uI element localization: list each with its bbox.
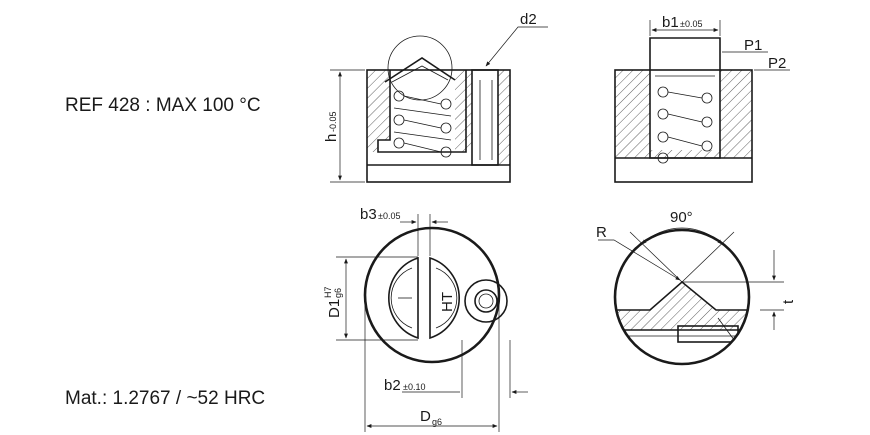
material-note: Mat.: 1.2767 / ~52 HRC [65,388,266,409]
d2-label: d2 [520,11,537,28]
b2-tolerance: ±0.10 [403,382,425,392]
b1-label: b1 [662,14,679,31]
p2-label: P2 [768,55,786,72]
h-tolerance: -0.05 [328,111,338,132]
b2-label: b2 [384,377,401,394]
p1-label: P1 [744,37,762,54]
b3-label: b3 [360,206,377,223]
b3-tolerance: ±0.05 [378,211,400,221]
d1-tolerance-lower: g6 [333,288,343,298]
top-view [336,214,528,432]
ht-marking: HT [439,292,456,312]
radius-label: R [596,224,607,241]
b1-tolerance: ±0.05 [680,19,702,29]
d1-tolerance-upper: H7 [323,286,333,298]
front-section-view [330,26,548,183]
h-label: h [323,134,340,142]
side-section-view [614,20,790,183]
detail-view [598,227,784,366]
angle-label: 90° [670,209,693,226]
d1-label: D1 [326,299,343,318]
t-label: t [780,299,797,304]
d-label: D [420,408,431,425]
temperature-note: REF 428 : MAX 100 °C [65,95,261,116]
d-tolerance: g6 [432,417,442,427]
